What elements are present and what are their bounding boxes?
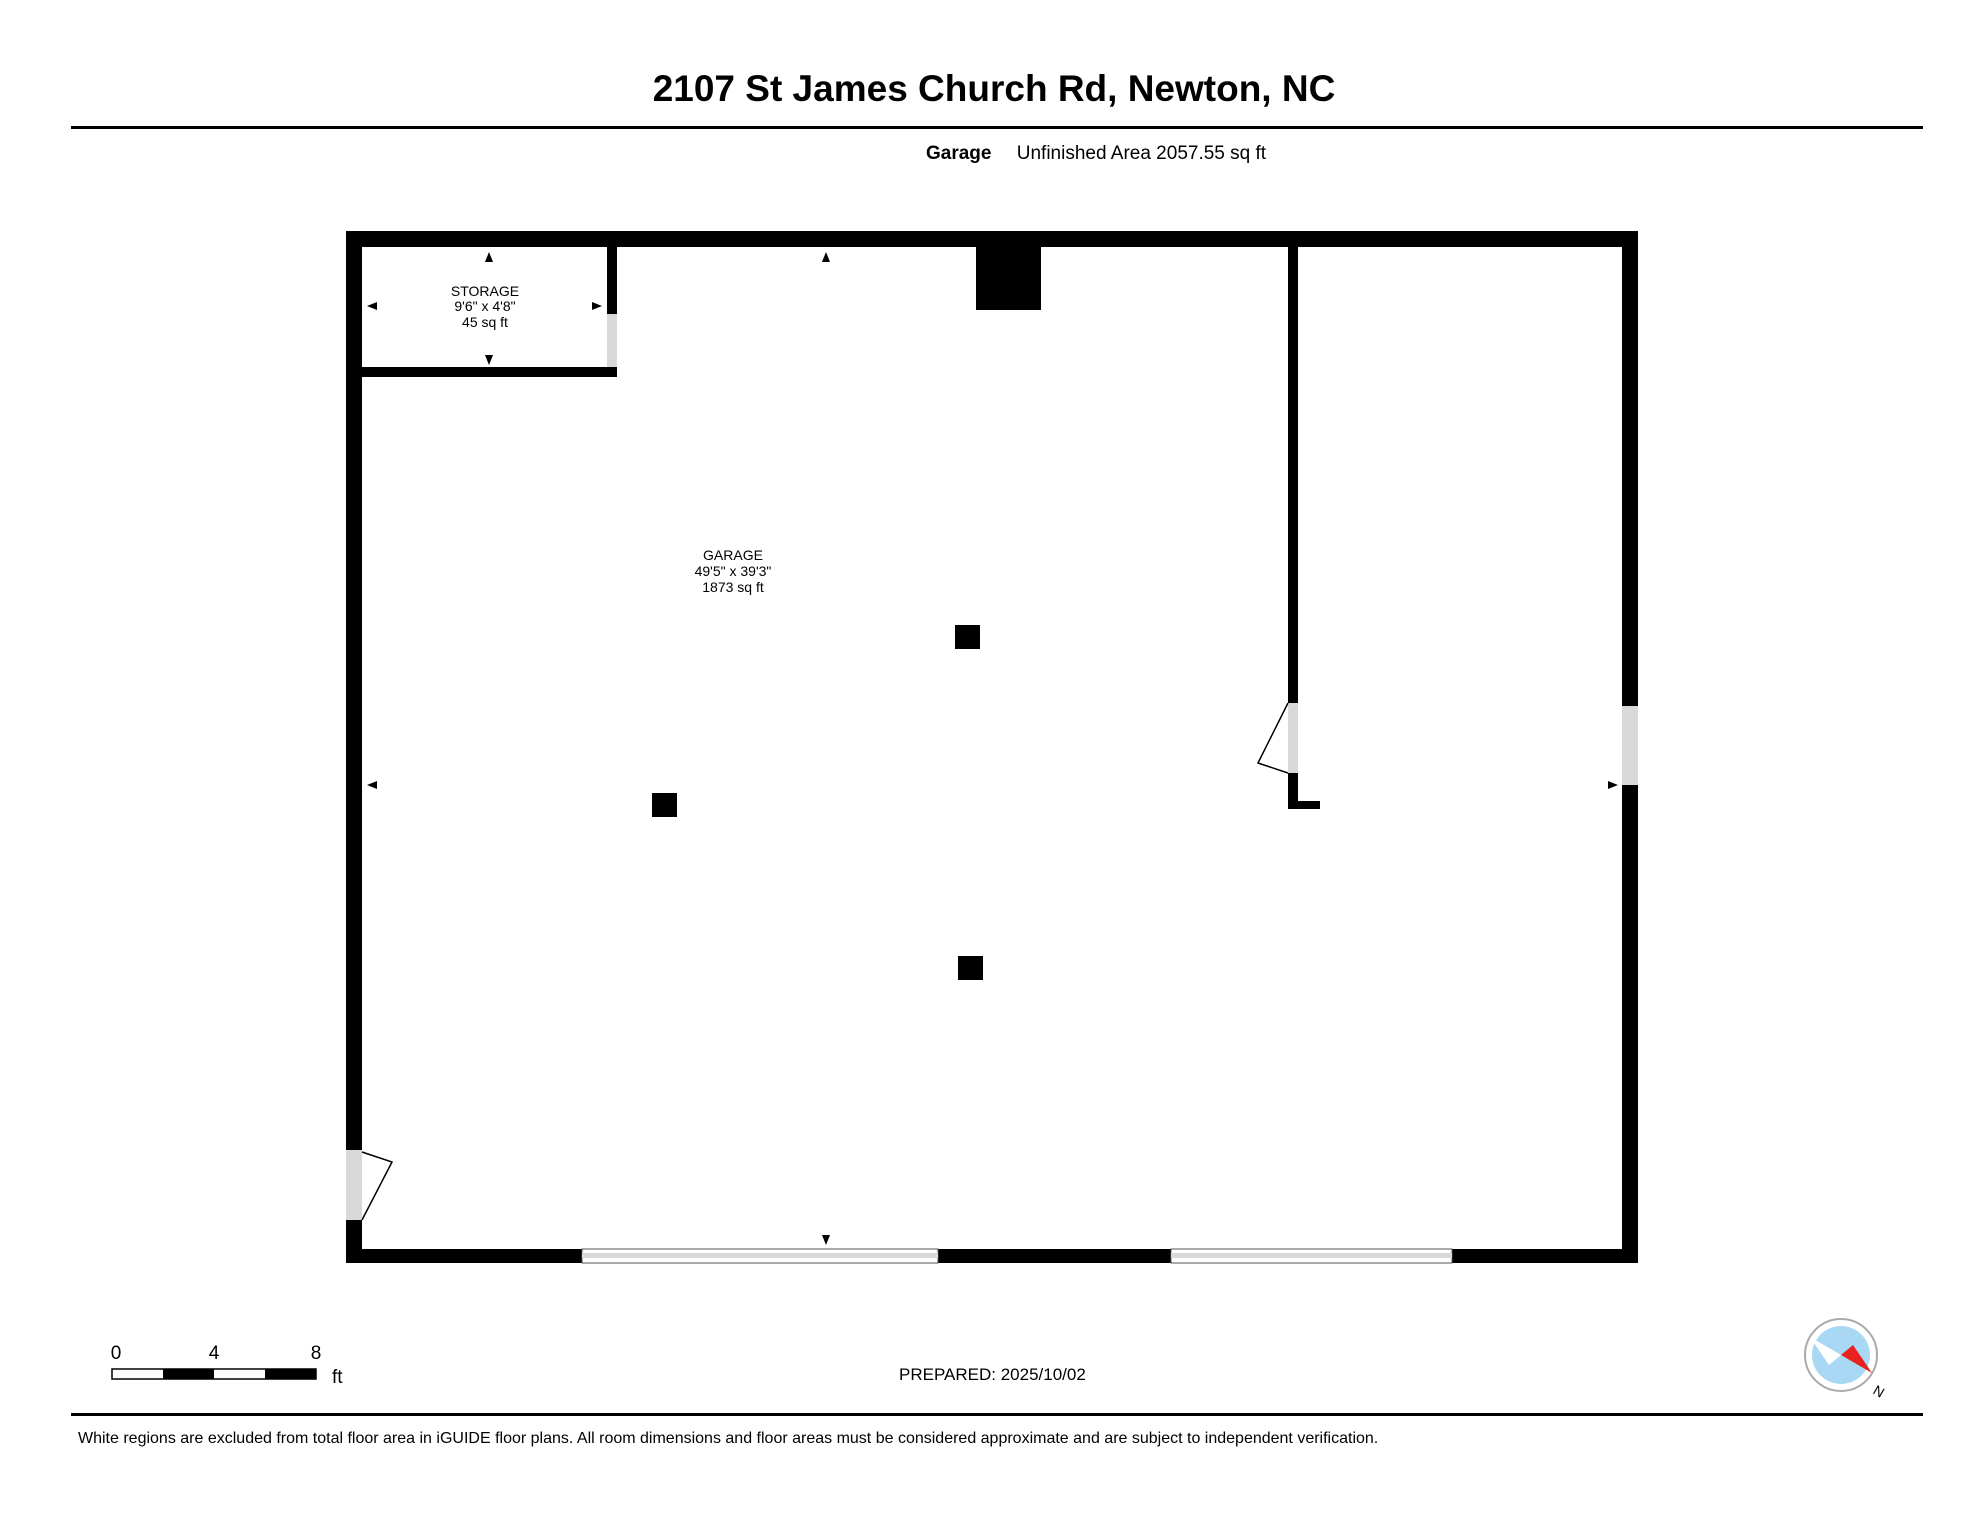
wall-left-upper	[346, 231, 362, 1150]
chimney-block	[976, 247, 1041, 310]
arrow-garage-bottom	[822, 1235, 830, 1245]
right-opening	[1622, 706, 1638, 785]
storage-area: 45 sq ft	[462, 314, 508, 330]
wall-bottom-1	[346, 1249, 582, 1263]
compass-needle	[1841, 1345, 1872, 1373]
arrow-garage-left	[367, 781, 377, 789]
area-summary: Garage Unfinished Area 2057.55 sq ft	[926, 143, 1266, 165]
wall-bottom-2	[938, 1249, 1171, 1263]
column-1	[955, 625, 980, 649]
garage-door-2-track	[1171, 1253, 1452, 1258]
arrow-storage-top	[485, 252, 493, 262]
arrow-garage-top	[822, 252, 830, 262]
compass-icon: N	[1804, 1318, 1888, 1401]
columns	[652, 247, 1041, 980]
page-title: 2107 St James Church Rd, Newton, NC	[652, 68, 1336, 109]
footer-divider	[71, 1413, 1923, 1416]
storage-name: STORAGE	[451, 283, 519, 299]
scale-tick-8: 8	[311, 1343, 322, 1364]
wall-right-lower	[1622, 785, 1638, 1263]
exterior-walls	[346, 231, 1638, 1263]
storage-door-opening	[607, 314, 617, 367]
partition-door-swing	[1256, 702, 1289, 774]
garage-name: GARAGE	[703, 547, 763, 563]
unfinished-area: Unfinished Area 2057.55 sq ft	[1016, 143, 1267, 164]
prepared-date: PREPARED: 2025/10/02	[899, 1365, 1086, 1384]
storage-wall-bottom	[362, 367, 617, 377]
compass-north-label: N	[1871, 1382, 1888, 1401]
wall-right-upper	[1622, 231, 1638, 706]
scale-unit: ft	[332, 1367, 343, 1388]
scale-tick-0: 0	[111, 1343, 122, 1364]
storage-wall-right	[607, 247, 617, 314]
garage-door-1-track	[582, 1253, 938, 1258]
wall-top	[346, 231, 1638, 247]
room-labels: STORAGE 9'6" x 4'8" 45 sq ft GARAGE 49'5…	[451, 283, 772, 595]
partition-wall	[1288, 247, 1298, 703]
storage-dims: 9'6" x 4'8"	[454, 298, 515, 314]
garage-area: 1873 sq ft	[702, 579, 764, 595]
partition-wall-stub	[1288, 801, 1320, 809]
arrow-storage-bottom	[485, 355, 493, 365]
arrow-storage-left	[367, 302, 377, 310]
scale-bar: 0 4 8 ft	[111, 1343, 344, 1388]
openings	[346, 706, 1638, 1264]
scale-tick-4: 4	[209, 1343, 220, 1364]
level-name: Garage	[926, 143, 992, 164]
interior-walls	[362, 247, 1320, 809]
left-door-swing	[361, 1151, 394, 1221]
disclaimer-text: White regions are excluded from total fl…	[78, 1430, 1379, 1447]
left-door-opening	[346, 1150, 362, 1220]
header-divider	[71, 126, 1923, 129]
garage-dims: 49'5" x 39'3"	[695, 563, 772, 579]
arrow-garage-right	[1608, 781, 1618, 789]
dimension-arrows	[367, 252, 1618, 1245]
partition-door-opening	[1288, 703, 1298, 773]
column-3	[958, 956, 983, 980]
wall-bottom-3	[1452, 1249, 1638, 1263]
partition-wall-lower	[1288, 773, 1298, 809]
arrow-storage-right	[592, 302, 602, 310]
column-2	[652, 793, 677, 817]
